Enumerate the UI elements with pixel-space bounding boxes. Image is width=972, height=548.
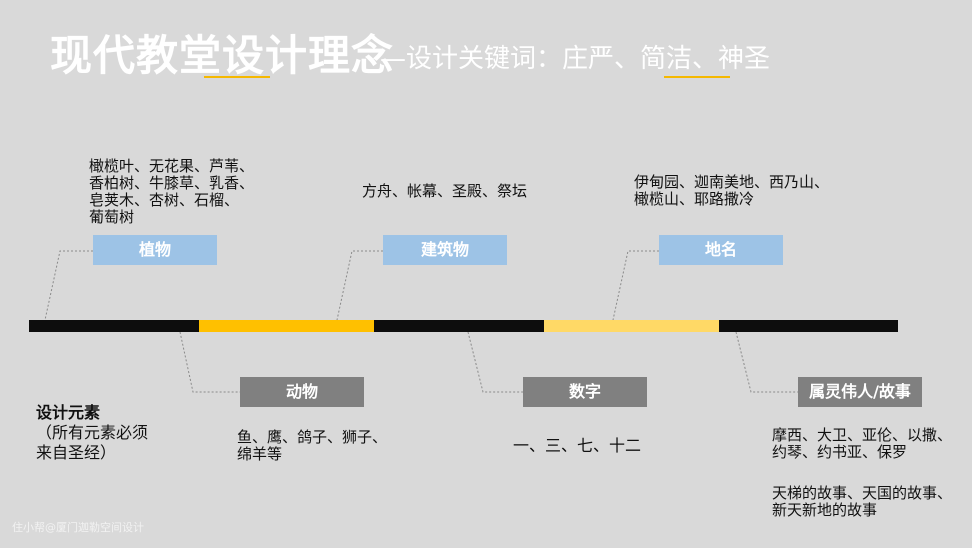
connector-spiritual: [735, 331, 798, 393]
title-underline-left: [204, 76, 270, 78]
timeline-segment-1: [29, 320, 199, 332]
plants-line: 橄榄叶、无花果、芦苇、: [89, 157, 255, 175]
places-line: 伊甸园、迦南美地、西乃山、: [634, 173, 830, 191]
connector-places: [612, 250, 659, 321]
connector-architecture: [336, 250, 383, 321]
animals-line: 鱼、鹰、鸽子、狮子、: [237, 428, 388, 446]
plants-line: 皂荚木、杏树、石榴、: [89, 191, 240, 209]
animals-box: 动物: [240, 377, 364, 407]
animals-line: 绵羊等: [237, 445, 283, 463]
timeline-segment-2: [199, 320, 374, 332]
timeline-segment-4: [544, 320, 719, 332]
places-line: 橄榄山、耶路撒冷: [634, 190, 755, 208]
slide-subtitle: —设计关键词：庄严、简洁、神圣: [380, 44, 771, 74]
title-underline-right: [664, 76, 730, 78]
spiritual-box: 属灵伟人/故事: [798, 377, 922, 407]
architecture-line: 方舟、帐幕、圣殿、祭坛: [362, 182, 528, 200]
spiritual-line: 约琴、约书亚、保罗: [772, 443, 908, 461]
architecture-box: 建筑物: [383, 235, 507, 265]
spiritual-line: 摩西、大卫、亚伦、以撒、: [772, 426, 953, 444]
watermark: 住小帮@厦门迦勒空间设计: [12, 521, 144, 534]
timeline-segment-3: [374, 320, 544, 332]
plants-line: 葡萄树: [89, 208, 135, 226]
numbers-list: 一、三、七、十二: [513, 437, 641, 454]
timeline-segment-5: [719, 320, 898, 332]
stories-line: 天梯的故事、天国的故事、: [772, 484, 953, 502]
plants-list: 橄榄叶、无花果、芦苇、 香柏树、牛膝草、乳香、 皂荚木、杏树、石榴、 葡萄树: [89, 158, 254, 226]
plants-box: 植物: [93, 235, 217, 265]
connector-plants: [44, 250, 93, 321]
slide-title: 现代教堂设计理念: [50, 31, 395, 80]
stories-line: 新天新地的故事: [772, 501, 878, 519]
design-elements-label: 设计元素 （所有元素必须 来自圣经）: [36, 403, 148, 463]
architecture-list: 方舟、帐幕、圣殿、祭坛: [362, 183, 527, 200]
connector-animals: [179, 331, 240, 393]
numbers-box: 数字: [523, 377, 647, 407]
places-box: 地名: [659, 235, 783, 265]
design-elements-note: 来自圣经）: [36, 443, 117, 462]
animals-list: 鱼、鹰、鸽子、狮子、 绵羊等: [237, 429, 387, 463]
connector-numbers: [467, 331, 523, 393]
timeline-bar: [29, 320, 898, 332]
stories-list: 天梯的故事、天国的故事、 新天新地的故事: [772, 485, 952, 519]
numbers-line: 一、三、七、十二: [513, 436, 642, 455]
places-list: 伊甸园、迦南美地、西乃山、 橄榄山、耶路撒冷: [634, 174, 829, 208]
plants-line: 香柏树、牛膝草、乳香、: [89, 174, 255, 192]
design-elements-title: 设计元素: [36, 403, 101, 422]
spiritual-list: 摩西、大卫、亚伦、以撒、 约琴、约书亚、保罗: [772, 427, 952, 461]
design-elements-note: （所有元素必须: [36, 423, 149, 442]
